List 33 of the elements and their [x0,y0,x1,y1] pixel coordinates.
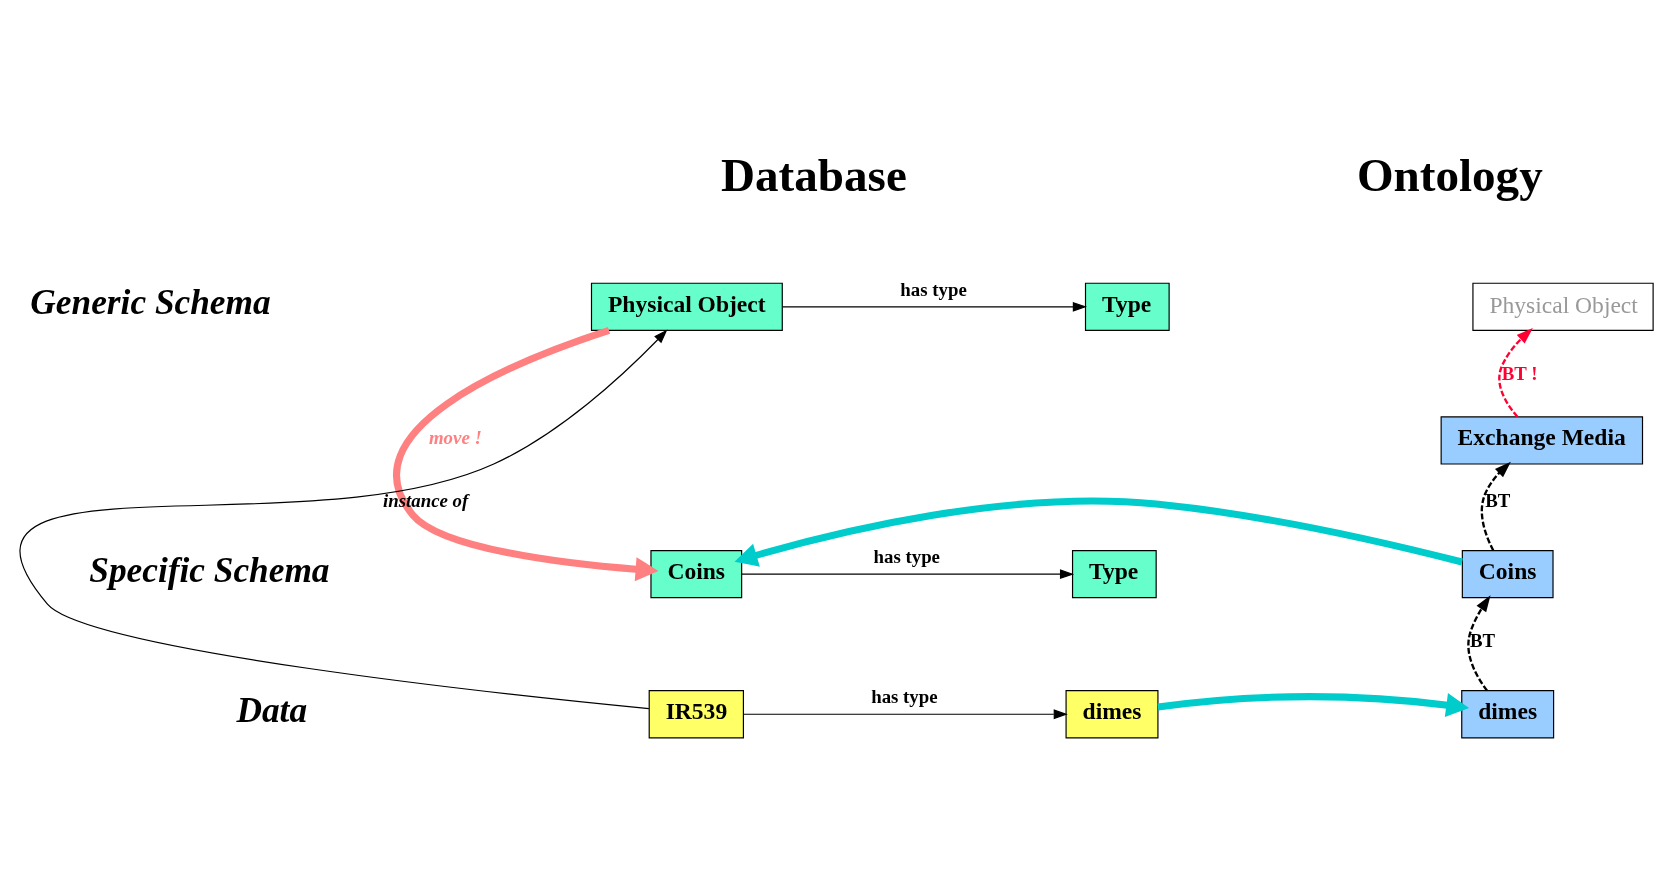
arrow [1480,461,1511,551]
edge-label: instance of [383,490,469,512]
node-box: Exchange Media [1440,416,1644,465]
arrow [393,327,659,582]
edge-label: BT ! [1501,363,1538,385]
node-box: Type [1084,282,1170,331]
edge-label: has type [871,686,938,708]
node-box: IR539 [648,690,744,739]
node-box: Coins [1461,550,1554,599]
edge-label: BT [1485,490,1511,512]
arrow [1467,595,1491,692]
label: Ontology [1356,148,1543,201]
label: Specific Schema [89,550,330,590]
edge-label: move ! [428,426,482,448]
arrow [1498,327,1533,418]
node-box: dimes [1461,690,1555,739]
edge-label: has type [900,278,967,300]
arrow [20,329,668,710]
arrow [743,709,1068,720]
node-box: dimes [1065,690,1159,739]
node-box: Type [1071,550,1157,599]
node-box: Physical Object [1472,282,1654,331]
arrow [1157,693,1470,717]
label: Data [236,690,308,730]
node-box: Physical Object [590,282,783,331]
arrow [741,569,1075,580]
edge-label: BT [1470,630,1496,652]
arrow [734,497,1463,567]
label: Database [721,148,907,201]
label: Generic Schema [30,283,271,323]
edge-label: has type [873,546,940,568]
arrow [781,301,1087,312]
node-box: Coins [650,550,743,599]
